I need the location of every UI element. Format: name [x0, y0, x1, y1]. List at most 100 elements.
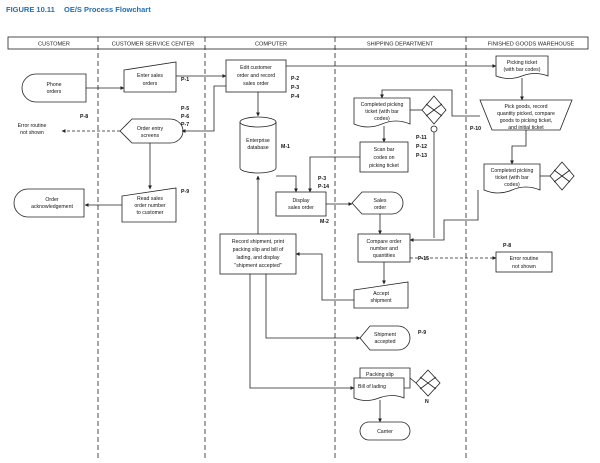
edge-accept-to-record — [295, 252, 354, 301]
process-shape — [359, 141, 409, 173]
error-routine-box — [495, 251, 553, 273]
edge-db-to-display — [276, 175, 298, 193]
node-phone-orders: Phone orders — [21, 73, 87, 103]
shipment-accepted-line2: accepted — [374, 339, 395, 345]
sales-order-line1: Sales — [374, 198, 387, 204]
ref-p7: P-7 — [181, 122, 189, 128]
ref-p9-right: P-9 — [418, 330, 426, 336]
node-sales-order-display: Sales order — [351, 191, 404, 215]
node-carrier: Carrier — [359, 421, 411, 441]
carrier-label: Carrier — [377, 429, 393, 435]
ref-p15: P-15 — [418, 256, 429, 262]
picking-ticket-line1: Picking ticket — [507, 60, 538, 66]
scan-line2: codes on — [373, 155, 394, 161]
ref-p3-mid: P-3 — [318, 176, 326, 182]
pick-goods-line4: and initial ticket — [508, 125, 544, 131]
display-line2: sales order — [288, 205, 314, 211]
manual-input-shape — [353, 281, 409, 309]
read-sales-line2: order number — [134, 203, 165, 209]
node-enter-sales-orders: Enter sales orders — [123, 61, 177, 93]
shipment-accepted-line1: Shipment — [374, 332, 396, 338]
order-entry-line2: screens — [141, 133, 160, 139]
lane-header-customer-service: CUSTOMER SERVICE CENTER — [112, 42, 194, 48]
node-accept-shipment: Accept shipment — [353, 281, 409, 309]
ref-n: N — [425, 399, 429, 405]
bill-of-lading-label: Bill of lading — [358, 384, 386, 390]
ref-p1: P-1 — [181, 77, 189, 83]
node-display-sales-order: Display sales order — [275, 191, 327, 217]
node-read-sales-order: Read sales order number to customer — [121, 187, 177, 223]
read-sales-line3: to customer — [136, 210, 163, 216]
node-shipment-accepted: Shipment accepted — [359, 325, 411, 351]
edit-line3: sales order — [243, 81, 269, 87]
document-shape — [483, 163, 541, 194]
pick-goods-line2: quantity picked, compare — [497, 111, 555, 117]
process-shape — [357, 233, 411, 263]
ref-p11: P-11 — [416, 135, 427, 141]
node-completed-picking-ticket-shipping: Completed picking ticket (with bar codes… — [353, 97, 411, 128]
ack-line1: Order — [45, 197, 59, 203]
file-cross-b — [425, 103, 443, 117]
cpt-ship-line2: ticket (with bar — [365, 109, 399, 115]
pick-goods-line3: goods to picking ticket, — [500, 118, 552, 124]
error-routine-left-line1: Error routine — [18, 123, 47, 129]
ref-p10: P-10 — [470, 126, 481, 132]
lane-header-row: CUSTOMER CUSTOMER SERVICE CENTER COMPUTE… — [7, 36, 589, 50]
read-sales-line1: Read sales — [137, 196, 163, 202]
cpt-wh-line3: codes) — [504, 182, 520, 188]
edge-pick-to-cpt-wh — [510, 130, 527, 165]
lane-header-frame — [7, 36, 589, 50]
ref-p14: P-14 — [318, 184, 329, 190]
record-line2: packing slip and bill of — [233, 247, 284, 253]
enter-sales-line1: Enter sales — [137, 73, 163, 79]
ref-p5: P-5 — [181, 106, 189, 112]
ref-m1: M-1 — [281, 144, 290, 150]
lane-header-warehouse: FINISHED GOODS WAREHOUSE — [488, 42, 575, 48]
ref-p13: P-13 — [416, 153, 427, 159]
accept-line2: shipment — [370, 298, 392, 304]
node-order-acknowledgement: Order acknowledgement — [13, 188, 85, 218]
cpt-ship-line1: Completed picking — [361, 102, 404, 108]
terminal-shape — [359, 421, 411, 441]
process-shape — [275, 191, 327, 217]
file-cross-b — [553, 169, 571, 183]
cpt-ship-line3: codes) — [374, 116, 390, 122]
edge-edit-to-screens — [181, 85, 226, 133]
ref-p4: P-4 — [291, 94, 299, 100]
edge-scan-to-display — [308, 156, 360, 193]
node-error-routine-left: Error routine not shown — [18, 123, 47, 136]
ref-p3-top: P-3 — [291, 85, 299, 91]
connectors — [61, 64, 550, 423]
ref-p8-right: P-8 — [503, 243, 511, 249]
compare-line3: quantities — [373, 253, 396, 259]
edge-pick-to-cpt-ship — [380, 89, 480, 117]
edge-record-to-bill — [249, 274, 355, 390]
compare-line2: number and — [370, 246, 398, 252]
record-line4: "shipment accepted" — [234, 263, 281, 269]
terminal-shape — [21, 73, 87, 103]
record-line3: lading, and display — [237, 255, 280, 261]
manual-input-shape — [121, 187, 177, 223]
db-line1: Enterprise — [246, 138, 270, 144]
cpt-wh-line2: ticket (with bar — [495, 175, 529, 181]
edge-cpt-wh-to-compare — [409, 190, 479, 242]
ref-p12: P-12 — [416, 144, 427, 150]
file-symbol-shipping — [421, 95, 447, 133]
database-body — [239, 122, 277, 174]
ref-p2: P-2 — [291, 76, 299, 82]
node-record-shipment: Record shipment, print packing slip and … — [219, 233, 297, 275]
manual-operation-shape — [479, 99, 573, 131]
terminal-shape — [13, 188, 85, 218]
packing-slip-label: Packing slip — [366, 372, 394, 378]
node-order-entry-screens: Order entry screens — [119, 118, 184, 144]
compare-line1: Compare order — [367, 239, 402, 245]
display-line1: Display — [292, 198, 309, 204]
edit-line1: Edit customer — [240, 65, 272, 71]
node-bill-of-lading: Bill of lading — [353, 377, 405, 401]
record-line1: Record shipment, print — [232, 239, 285, 245]
file-symbol-shipping-2: N — [415, 369, 441, 405]
document-shape — [353, 97, 411, 128]
node-edit-customer-order: Edit customer order and record sales ord… — [225, 59, 287, 93]
